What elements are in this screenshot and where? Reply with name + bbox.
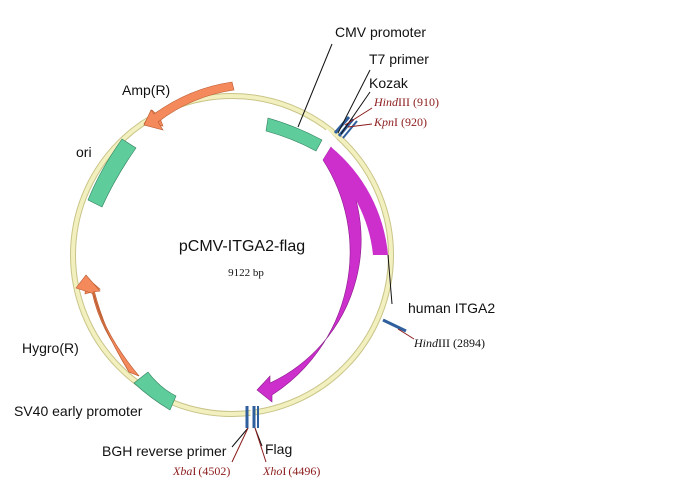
sv40-promoter-label: SV40 early promoter [14,403,143,419]
ori-segment [87,138,137,208]
amp-arrow [143,81,235,131]
plasmid-name: pCMV-ITGA2-flag [179,238,305,255]
leader-xbai [231,427,249,463]
cmv-promoter-segment [265,117,323,152]
leader-cmv [297,43,333,128]
hygro-label: Hygro(R) [22,340,79,356]
kpni-920-label: KpnI(920) [373,115,427,129]
t7-primer-label: T7 primer [369,51,429,67]
site-tick-hindiii-2894 [382,318,407,333]
xbai-4502-label: XbaI(4502) [172,464,230,478]
human-itga2-label: human ITGA2 [408,300,495,316]
cmv-promoter-label: CMV promoter [335,24,426,40]
sv40-promoter-segment [133,371,177,411]
backbone-ring [71,94,393,416]
leader-itga2 [387,254,393,305]
backbone-gap-top [321,129,337,145]
leader-hindiii-2894 [397,328,415,340]
hindiii-2894-label: HindIII(2894) [413,336,485,350]
leader-bgh [231,427,249,448]
leader-kpni-920 [347,123,373,128]
ori-label: ori [76,144,92,160]
kozak-label: Kozak [369,75,409,91]
bgh-reverse-primer-label: BGH reverse primer [102,443,227,459]
site-tick-kpni [342,120,358,139]
human-itga2-arrow-fill [323,147,388,255]
leader-hindiii-910 [344,107,373,126]
human-itga2-arrow [256,146,362,403]
leader-xhoi [254,427,267,463]
xhoi-4496-label: XhoI(4496) [262,464,320,478]
amp-label: Amp(R) [122,82,170,98]
leader-t7 [337,69,371,134]
hindiii-910-label: HindIII(910) [373,95,439,109]
hygro-arrow-body [75,274,140,377]
leader-kozak [340,91,371,135]
plasmid-size: 9122 bp [228,267,264,279]
flag-label: Flag [265,441,292,457]
